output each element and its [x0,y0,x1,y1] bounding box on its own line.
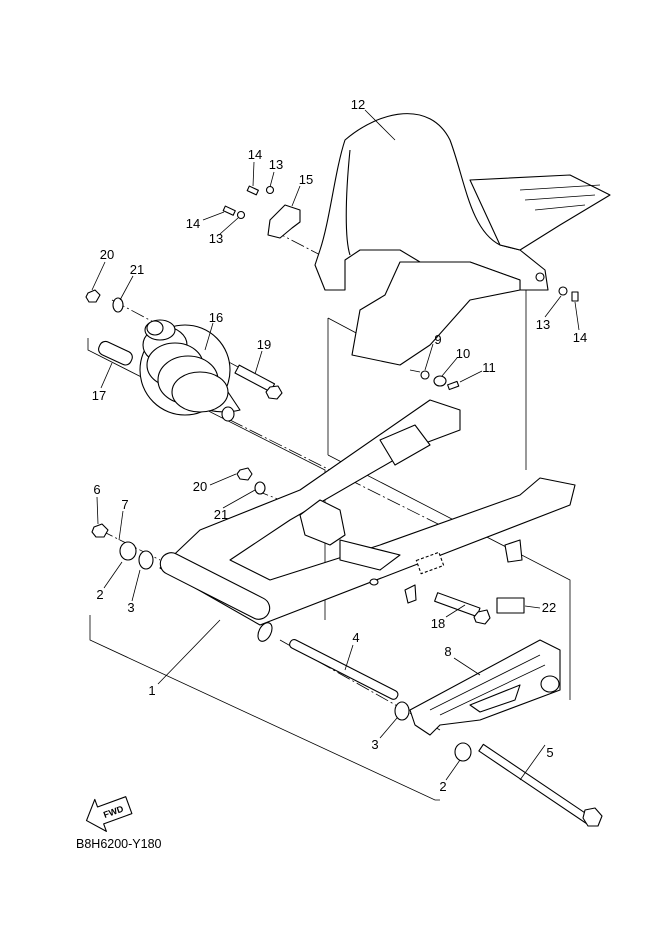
leader-lines [91,109,580,781]
callout-14: 14 [248,147,262,162]
callout-21: 21 [214,507,228,522]
callout-10: 10 [456,346,470,361]
shock-absorber [98,319,283,422]
callout-14: 14 [186,216,200,231]
callout-12: 12 [351,97,365,112]
callout-17: 17 [92,388,106,403]
callout-11: 11 [482,360,496,375]
callout-3: 3 [371,737,378,752]
chain-guard [409,639,561,736]
callout-21: 21 [130,262,144,277]
callout-14: 14 [573,330,587,345]
callout-3: 3 [127,600,134,615]
callout-20: 20 [100,247,114,262]
callout-15: 15 [299,172,313,187]
callout-13: 13 [209,231,223,246]
callout-8: 8 [444,644,451,659]
callout-1: 1 [148,683,155,698]
callout-13: 13 [269,157,283,172]
rear-fender [314,113,611,366]
callout-19: 19 [257,337,271,352]
callout-16: 16 [209,310,223,325]
diagram-code: B8H6200-Y180 [76,837,162,851]
callout-7: 7 [121,497,128,512]
callout-5: 5 [546,745,553,760]
pivot-bolt [478,743,603,827]
callout-22: 22 [542,600,556,615]
callout-2: 2 [96,587,103,602]
swingarm [159,399,576,700]
fwd-arrow-icon: FWD [85,796,133,832]
small-parts [85,185,579,762]
callouts: 12 14 13 15 14 13 20 21 16 19 17 9 10 11… [92,97,587,794]
callout-13: 13 [536,317,550,332]
callout-6: 6 [93,482,100,497]
callout-9: 9 [434,332,441,347]
callout-18: 18 [431,616,445,631]
callout-4: 4 [352,630,359,645]
callout-2: 2 [439,779,446,794]
callout-20: 20 [193,479,207,494]
